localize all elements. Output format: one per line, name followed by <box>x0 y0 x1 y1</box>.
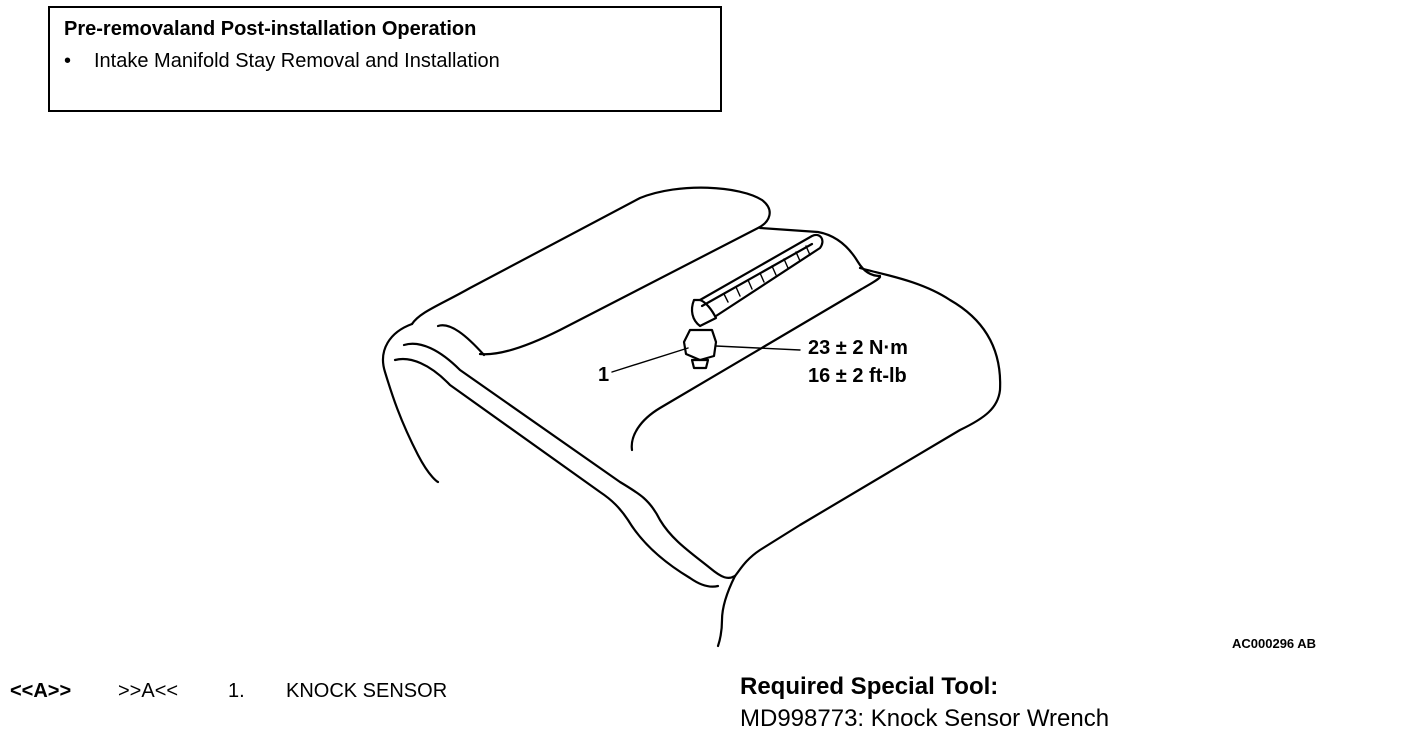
figure-id: AC000296 AB <box>1232 636 1317 651</box>
torque-metric: 23 ± 2 N·m <box>808 337 908 359</box>
pre-removal-title: Pre-removaland Post-installation Operati… <box>64 18 477 40</box>
engine-rib-top <box>758 226 882 278</box>
harness-tube-ribs <box>723 245 811 303</box>
harness-tube-inner <box>700 242 814 308</box>
pre-removal-box: Pre-removaland Post-installation Operati… <box>48 6 722 112</box>
callout-number: 1 <box>598 364 609 386</box>
engine-block-bottom-line <box>716 574 737 648</box>
part-name: KNOCK SENSOR <box>286 680 448 702</box>
engine-block-left-ridge <box>381 322 440 484</box>
engine-block-front-face-inner <box>393 358 720 588</box>
installation-reference: >>A<< <box>118 680 179 702</box>
bullet-icon: • <box>64 50 72 72</box>
removal-reference: <<A>> <box>10 680 72 702</box>
special-tool-heading: Required Special Tool: <box>740 673 999 700</box>
callout-leader-1 <box>611 347 689 373</box>
part-number: 1. <box>228 680 245 702</box>
engine-block-front-face <box>402 342 737 579</box>
connector-end <box>690 298 718 328</box>
engine-block-main-outline <box>733 266 1002 578</box>
harness-tube-outer <box>698 233 824 318</box>
engine-block-inner-ledge <box>630 275 882 452</box>
pre-removal-item-text: Intake Manifold Stay Removal and Install… <box>94 50 500 72</box>
engine-block-upper-lobe <box>410 186 771 356</box>
special-tool-item: MD998773: Knock Sensor Wrench <box>740 705 1110 732</box>
knock-sensor-thread <box>690 358 710 370</box>
engine-block-inner-curve <box>436 324 486 357</box>
torque-leader <box>715 345 801 351</box>
pre-removal-item: • Intake Manifold Stay Removal and Instal… <box>64 50 500 73</box>
knock-sensor-body <box>682 328 718 362</box>
torque-imperial: 16 ± 2 ft-lb <box>808 365 907 387</box>
